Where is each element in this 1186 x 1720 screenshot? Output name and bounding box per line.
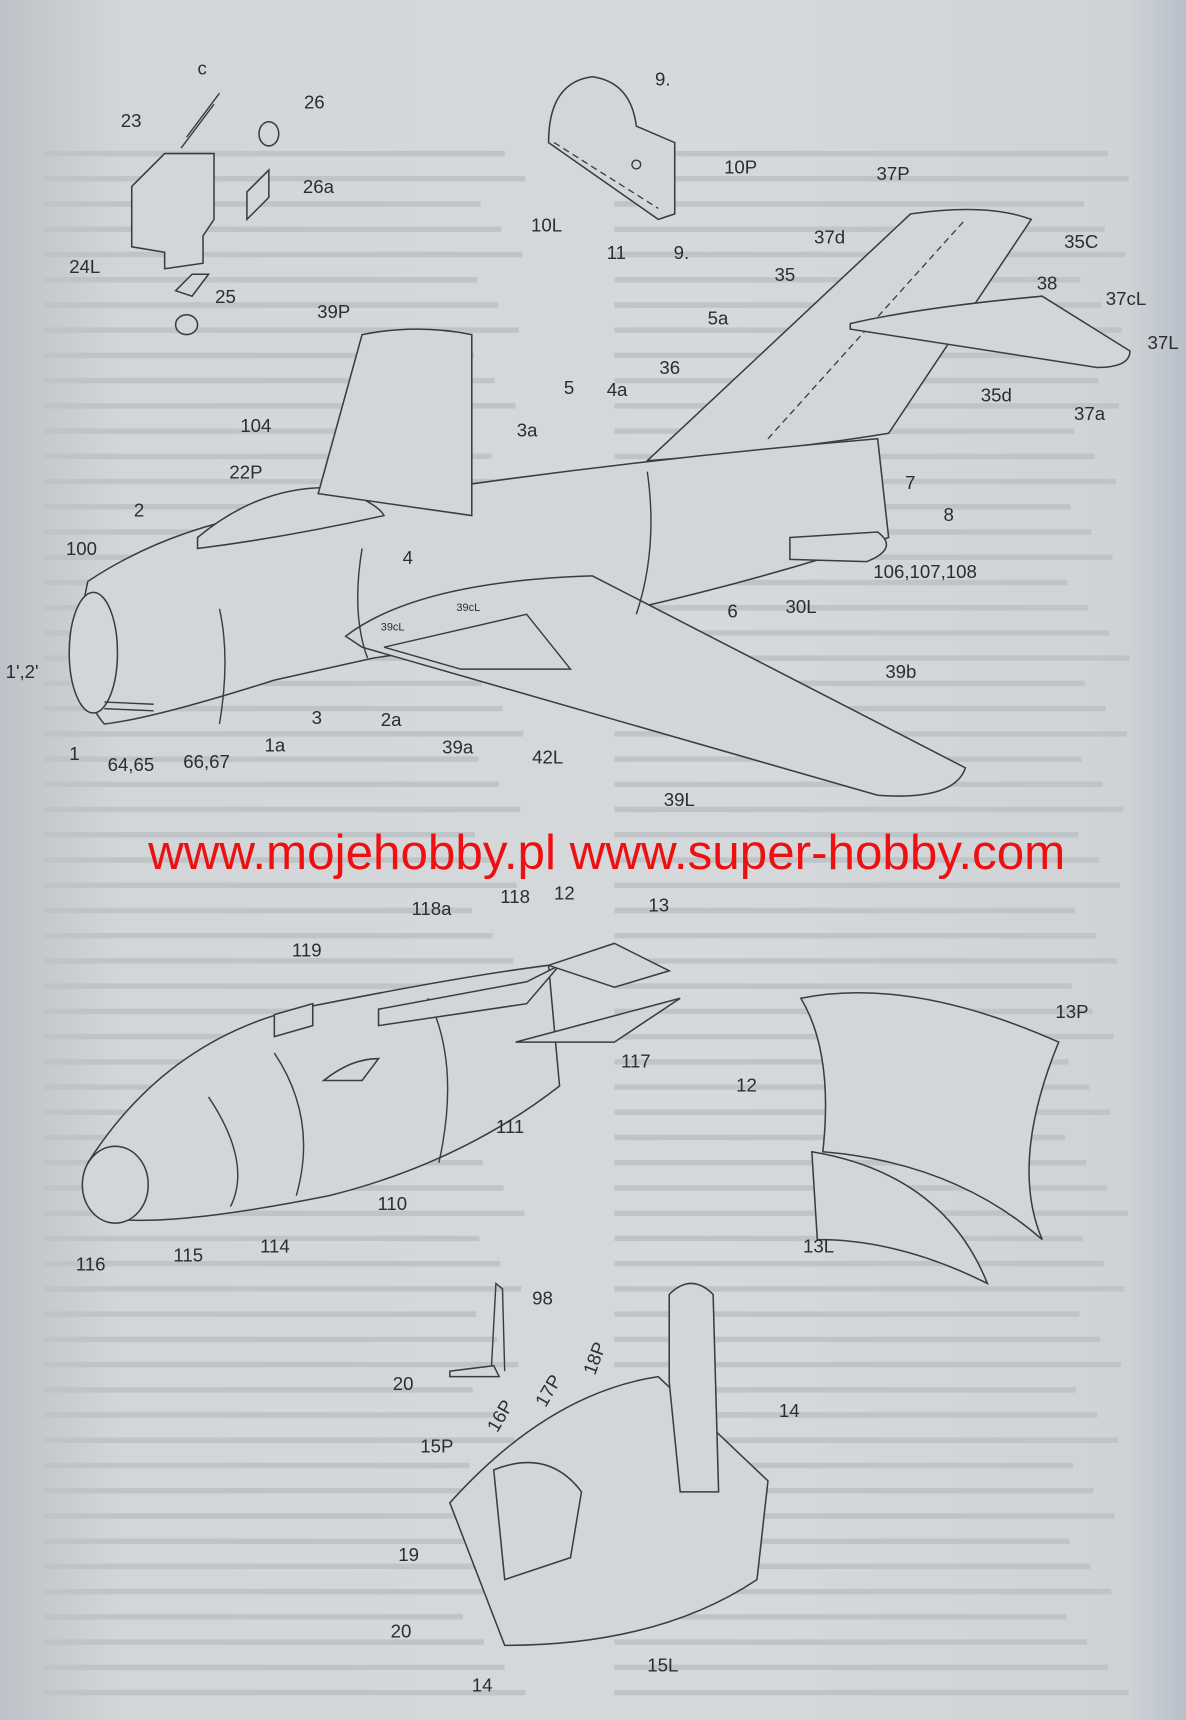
part-label: 37d [814, 227, 845, 248]
part-label: 26a [303, 176, 335, 197]
part-label: 8 [943, 504, 953, 525]
part-label: 100 [66, 538, 97, 559]
nose-labels: 118a 118 12 13 119 117 111 110 114 115 1… [76, 882, 669, 1274]
part-label: c [198, 58, 207, 79]
part-label: 117 [621, 1050, 651, 1071]
part-label: 37P [877, 163, 910, 184]
part-label: 14 [779, 1400, 800, 1421]
part-label: 9. [655, 69, 671, 90]
part-label: 13P [1055, 1001, 1088, 1022]
part-label: 39a [442, 737, 474, 758]
part-label: 18P [579, 1339, 610, 1377]
part-label: 30L [786, 596, 817, 617]
cockpit-tub-assembly [448, 1281, 769, 1647]
part-label: 36 [659, 357, 680, 378]
part-label: 37L [1148, 332, 1179, 353]
part-label: 22P [229, 461, 262, 482]
part-label: 39b [885, 661, 916, 682]
intake-assembly [799, 991, 1060, 1286]
part-label: 13 [648, 895, 669, 916]
part-label: 118a [411, 898, 452, 919]
watermark-text: www.mojehobby.pl www.super-hobby.com [147, 825, 1065, 880]
part-label: 13L [803, 1236, 834, 1257]
part-label: 111 [496, 1116, 524, 1137]
part-label: 66,67 [183, 751, 230, 772]
canopy-frame-part [547, 76, 676, 221]
part-label: 38 [1037, 273, 1058, 294]
part-label: 42L [532, 746, 563, 767]
part-label: 3 [312, 707, 322, 728]
part-label: 1',2' [6, 661, 39, 682]
part-label: 11 [607, 242, 626, 263]
part-label: 5 [564, 377, 574, 398]
part-label: 35d [981, 384, 1012, 405]
part-label: 12 [736, 1074, 757, 1095]
part-label: 1 [69, 743, 79, 764]
nose-section-assembly [81, 942, 681, 1224]
part-label: 15P [420, 1435, 453, 1456]
part-label: 39L [664, 789, 695, 810]
sight-labels: c 23 26 26a 24L 25 [69, 58, 334, 307]
part-label: 64,65 [108, 754, 155, 775]
part-label: 1a [264, 734, 285, 755]
fuselage-labels: 39P 104 3a 5 4a 22P 2 4 7 8 106,107,108 … [6, 301, 977, 810]
intake-labels: 13P 12 13L [736, 1001, 1088, 1257]
part-label: 9. [674, 242, 690, 263]
part-label: 119 [292, 940, 322, 961]
part-label: 20 [391, 1621, 412, 1642]
part-label: 20 [393, 1373, 414, 1394]
part-label: 5a [708, 308, 729, 329]
part-label: 17P [531, 1371, 566, 1410]
canopy-labels: 9. 10P 10L 11 9. [531, 69, 757, 263]
part-label: 14 [472, 1674, 493, 1695]
part-label: 2 [134, 500, 144, 521]
part-label: 15L [647, 1655, 678, 1676]
part-label: 3a [517, 420, 538, 441]
part-label: 4a [607, 379, 628, 400]
part-label: 116 [76, 1253, 106, 1274]
part-label: 16P [483, 1396, 518, 1435]
part-label: 2a [381, 709, 402, 730]
part-label: 39cL [456, 602, 480, 614]
part-label: 24L [69, 256, 100, 277]
part-label: 23 [121, 110, 142, 131]
part-label: 4 [403, 547, 413, 568]
part-label: 39cL [381, 622, 405, 634]
part-label: 118 [500, 886, 530, 907]
part-label: 104 [240, 415, 271, 436]
part-label: 39P [317, 301, 350, 322]
tail-assembly [645, 208, 1131, 462]
part-label: 19 [398, 1544, 419, 1565]
part-label: 98 [532, 1287, 553, 1308]
gunsight-assembly [130, 92, 280, 336]
part-label: 114 [260, 1236, 290, 1257]
part-label: 10P [724, 156, 757, 177]
part-label: 35C [1064, 231, 1098, 252]
part-label: 115 [173, 1244, 203, 1265]
fuselage-assembly [68, 328, 967, 797]
cockpit-labels: 98 20 18P 17P 16P 15P 14 19 20 14 15L [391, 1287, 800, 1695]
part-label: 25 [215, 286, 236, 307]
part-label: 110 [377, 1193, 407, 1214]
part-label: 26 [304, 92, 325, 113]
part-label: 37cL [1106, 288, 1146, 309]
part-label: 10L [531, 214, 562, 235]
part-label: 6 [727, 601, 737, 622]
part-label: 35 [775, 264, 796, 285]
part-label: 12 [554, 882, 575, 903]
tail-labels: 37P 37d 35C 35 38 37cL 37L 5a 36 35d 37a [659, 163, 1178, 424]
part-label: 7 [905, 472, 915, 493]
part-label: 37a [1074, 403, 1106, 424]
part-label: 106,107,108 [873, 561, 977, 582]
